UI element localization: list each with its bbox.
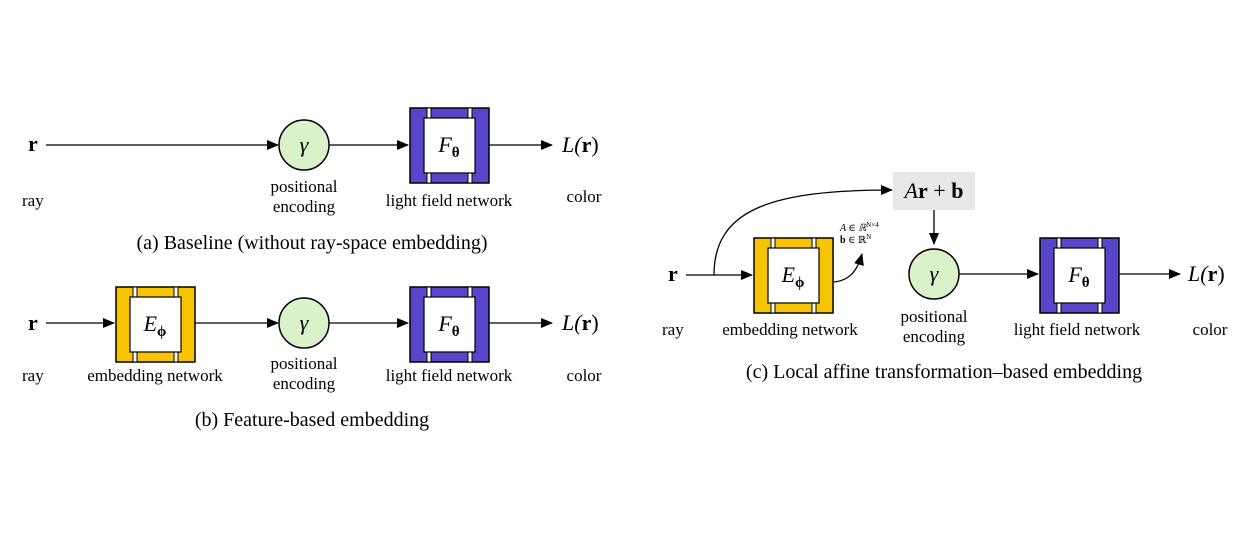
panel-a: r ray γ positional encoding Fθ light fie…	[22, 107, 602, 254]
panel-b-encoding-symbol: γ	[300, 310, 310, 335]
panel-b-encoding-label-2: encoding	[273, 374, 336, 393]
panel-c-output-label: color	[1193, 320, 1228, 339]
panel-b-input-symbol: r	[28, 310, 38, 335]
panel-b-network-block: Fθ	[409, 286, 490, 363]
panel-b-network-notch	[426, 351, 432, 363]
panel-c-embedding-notch	[770, 237, 776, 249]
panel-c-network-notch	[1056, 302, 1062, 314]
panel-b-embedding-notch	[173, 351, 179, 363]
panel-c-embedding-block: Eϕ	[753, 237, 834, 314]
panel-c-encoding-label-1: positional	[900, 307, 967, 326]
panel-a-input-label: ray	[22, 191, 44, 210]
panel-b-network-label: light field network	[386, 366, 513, 385]
panel-c-embedding-notch	[770, 302, 776, 314]
panel-b: r ray Eϕ embedding network γ positional …	[22, 286, 602, 431]
panel-c-encoding-symbol: γ	[930, 261, 940, 286]
panel-c-input-symbol: r	[668, 261, 678, 286]
panel-a-network-symbol: Fθ	[437, 132, 459, 161]
panel-c-network-inner	[1053, 247, 1106, 304]
panel-b-embedding-symbol: Eϕ	[143, 311, 167, 340]
panel-b-caption: (b) Feature-based embedding	[195, 409, 429, 431]
panel-a-encoding-label-2: encoding	[273, 197, 336, 216]
panel-b-embedding-label: embedding network	[87, 366, 223, 385]
panel-b-input-label: ray	[22, 366, 44, 385]
panel-b-network-notch	[467, 351, 473, 363]
panel-b-encoding-label-1: positional	[270, 354, 337, 373]
panel-c-network-notch	[1097, 302, 1103, 314]
panel-c-caption: (c) Local affine transformation–based em…	[746, 361, 1142, 383]
panel-c-embedding-inner	[767, 247, 820, 304]
panel-c-network-notch	[1097, 237, 1103, 249]
panel-c-embedding-label: embedding network	[722, 320, 858, 339]
panel-a-caption: (a) Baseline (without ray-space embeddin…	[137, 232, 488, 254]
panel-b-embedding-block: Eϕ	[115, 286, 196, 363]
panel-b-embedding-notch	[132, 286, 138, 298]
panel-a-encoding-label-1: positional	[270, 177, 337, 196]
panel-b-network-inner	[423, 296, 476, 353]
panel-c: r ray Ar + b Eϕ embedding network A ∈ ℝN…	[662, 172, 1228, 383]
panel-c-param-line-2: b ∈ ℝN	[840, 233, 871, 246]
panel-c-arrow-ray-to-affine	[713, 185, 893, 276]
panel-a-network-notch	[426, 172, 432, 184]
panel-c-network-symbol: Fθ	[1067, 262, 1089, 291]
panel-a-encoding-symbol: γ	[300, 132, 310, 157]
panel-a-input-symbol: r	[28, 131, 38, 156]
panel-c-network-label: light field network	[1014, 320, 1141, 339]
panel-b-network-symbol: Fθ	[437, 311, 459, 340]
panel-a-network-block: Fθ	[409, 107, 490, 184]
panel-a-network-notch	[467, 172, 473, 184]
panel-c-network-block: Fθ	[1039, 237, 1120, 314]
panel-b-network-notch	[467, 286, 473, 298]
panel-a-output-label: color	[567, 187, 602, 206]
panel-c-param-line-1: A ∈ ℝN×4	[839, 221, 879, 234]
panel-b-network-notch	[426, 286, 432, 298]
panel-c-affine-box	[893, 172, 975, 210]
panel-b-embedding-notch	[132, 351, 138, 363]
panel-c-affine-expression: Ar + b	[903, 178, 964, 203]
panel-b-embedding-inner	[129, 296, 182, 353]
panel-c-embedding-notch	[811, 237, 817, 249]
panel-a-network-inner	[423, 117, 476, 174]
panel-c-embedding-notch	[811, 302, 817, 314]
panel-b-embedding-notch	[173, 286, 179, 298]
panel-a-output-symbol: L(r)	[561, 132, 599, 157]
panel-c-output-symbol: L(r)	[1187, 261, 1225, 286]
panel-c-encoding-label-2: encoding	[903, 327, 966, 346]
panel-b-output-symbol: L(r)	[561, 310, 599, 335]
panel-a-network-notch	[467, 107, 473, 119]
panel-c-embedding-symbol: Eϕ	[781, 262, 805, 291]
panel-c-input-label: ray	[662, 320, 684, 339]
panel-a-network-notch	[426, 107, 432, 119]
panel-c-network-notch	[1056, 237, 1062, 249]
panel-b-output-label: color	[567, 366, 602, 385]
panel-c-arrow-embedding-to-params	[833, 253, 864, 283]
panel-a-network-label: light field network	[386, 191, 513, 210]
